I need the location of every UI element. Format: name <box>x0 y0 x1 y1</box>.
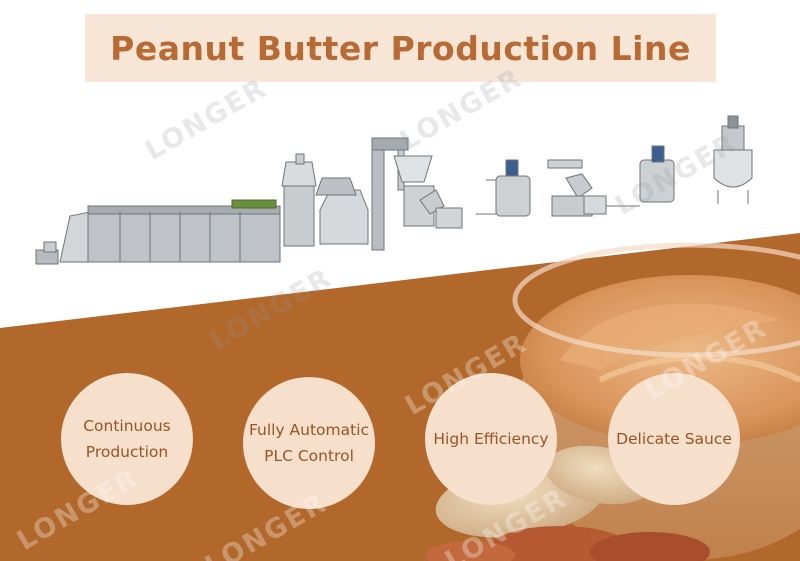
feature-label: High Efficiency <box>433 430 549 448</box>
feature-high-efficiency: High Efficiency <box>425 373 557 505</box>
feature-plc-control: Fully Automatic PLC Control <box>243 377 375 509</box>
feature-label: Continuous Production <box>83 417 171 461</box>
feature-continuous-production: Continuous Production <box>61 373 193 505</box>
feature-delicate-sauce: Delicate Sauce <box>608 373 740 505</box>
title-banner: Peanut Butter Production Line <box>85 14 716 82</box>
page-title: Peanut Butter Production Line <box>110 28 691 68</box>
feature-label: Fully Automatic PLC Control <box>248 421 370 465</box>
feature-label: Delicate Sauce <box>616 430 732 448</box>
